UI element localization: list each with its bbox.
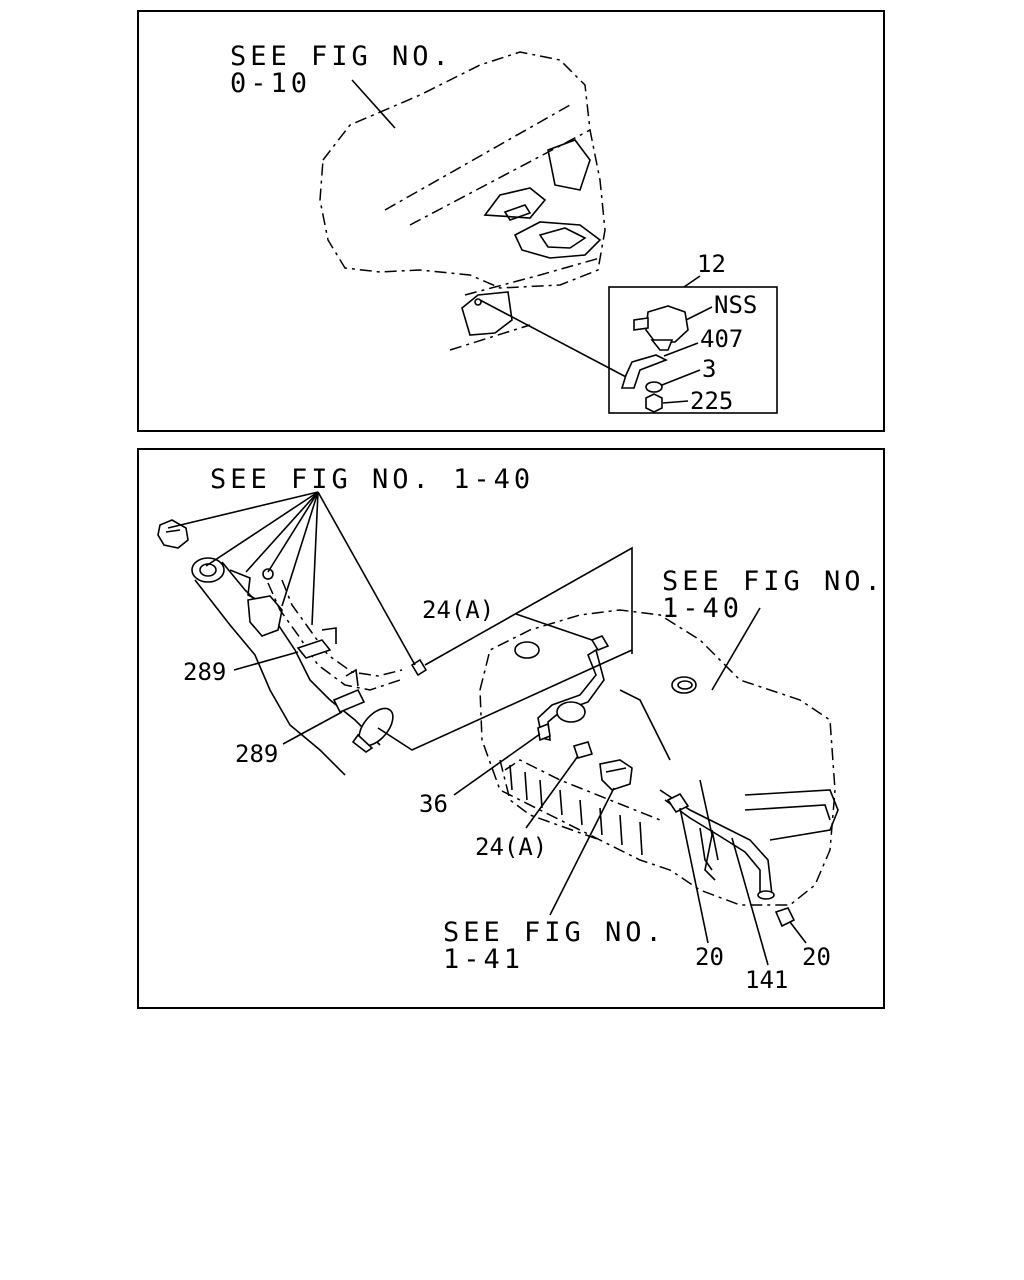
washer-3	[645, 369, 701, 393]
bottom-panel-frame	[137, 448, 885, 1009]
callout-20-right: 20	[802, 943, 831, 971]
hose-36	[537, 635, 610, 742]
engine-ref-label-line1: SEE FIG NO.	[230, 41, 453, 72]
fuel-pump-fitting	[599, 759, 633, 791]
engine-ref-label-line2: 0-10	[230, 68, 311, 99]
callout-225: 225	[690, 387, 733, 415]
filler-ref-label: SEE FIG NO. 1-40	[210, 464, 534, 495]
nut-225	[645, 393, 689, 413]
engine-leader	[351, 79, 396, 129]
part-12-inset-box	[608, 286, 778, 414]
callout-24a-top: 24(A)	[422, 596, 494, 624]
bottom-leaders	[167, 491, 807, 966]
pump-ref-label-line1: SEE FIG NO.	[443, 917, 666, 948]
fuel-tank-outline	[479, 609, 839, 906]
top-panel: SEE FIG NO. 0-10 12 NSS 407 3 225	[137, 10, 885, 432]
callout-nss: NSS	[714, 291, 757, 319]
clamp-289-lower	[332, 668, 366, 714]
tank-ref-label-line1: SEE FIG NO.	[662, 566, 885, 597]
callout-289-upper: 289	[183, 658, 226, 686]
callout-36: 36	[419, 790, 448, 818]
solenoid-valve	[633, 305, 713, 351]
top-panel-frame	[137, 10, 885, 432]
clamp-20-left	[666, 792, 690, 814]
callout-12-leader	[683, 275, 701, 288]
engine-outline	[319, 51, 606, 351]
callout-407: 407	[700, 325, 743, 353]
clamp-289-upper	[296, 627, 337, 659]
clamp-20-right	[774, 907, 796, 928]
callout-141: 141	[745, 966, 788, 994]
pump-ref-label-line2: 1-41	[443, 944, 524, 975]
bottom-panel: SEE FIG NO. 1-40 SEE FIG NO. 1-40 SEE FI…	[137, 448, 885, 1009]
callout-289-lower: 289	[235, 740, 278, 768]
clamp-24a-lower	[572, 741, 594, 759]
bracket-407	[620, 342, 699, 389]
filler-neck	[157, 519, 394, 776]
callout-12: 12	[697, 250, 726, 278]
mount-leader	[479, 299, 629, 379]
callout-20-left: 20	[695, 943, 724, 971]
vent-pipe	[267, 579, 428, 691]
callout-3: 3	[702, 355, 716, 383]
tank-ref-label-line2: 1-40	[662, 593, 743, 624]
callout-24a-bottom: 24(A)	[475, 833, 547, 861]
